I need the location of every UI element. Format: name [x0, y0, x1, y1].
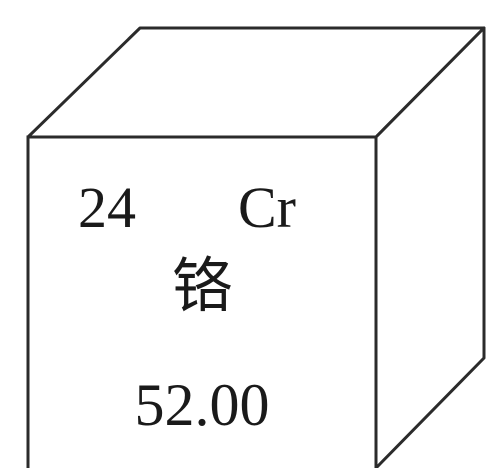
atomic-mass: 52.00	[134, 372, 270, 438]
element-name: 铬	[172, 252, 232, 322]
element-card: 24 Cr 铬 52.00	[28, 137, 376, 468]
element-symbol: Cr	[238, 175, 296, 240]
cube-front-face-border	[26, 135, 378, 468]
atomic-number: 24	[78, 175, 136, 240]
